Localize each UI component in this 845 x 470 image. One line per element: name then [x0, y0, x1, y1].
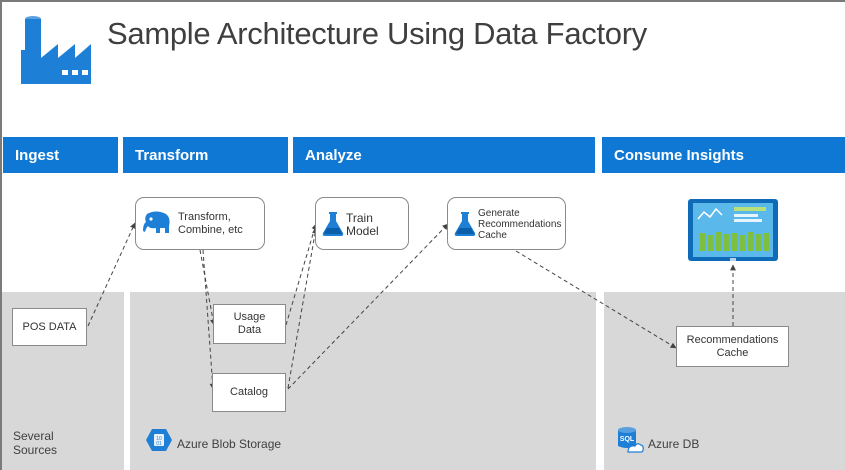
node-generate-recommendations[interactable]: Generate Recommendations Cache	[447, 197, 566, 250]
band-analyze: Analyze	[293, 137, 595, 173]
zone-label-azure-db: Azure DB	[648, 437, 700, 451]
svg-text:01: 01	[156, 441, 162, 447]
zone-azure-db	[604, 292, 845, 470]
edge-usage-to-train	[285, 223, 318, 326]
zone-label-sources: Several Sources	[13, 429, 58, 457]
top-border	[0, 0, 845, 2]
hadoop-elephant-icon	[143, 211, 170, 233]
node-recommendations-cache[interactable]: Recommendations Cache	[676, 326, 789, 367]
node-catalog[interactable]: Catalog	[212, 373, 286, 412]
svg-text:10: 10	[156, 436, 162, 442]
node-transform[interactable]: Transform, Combine, etc	[135, 197, 265, 250]
band-ingest: Ingest	[3, 137, 118, 173]
flask-icon	[322, 212, 344, 236]
edge-transform-to-catalog	[202, 249, 216, 390]
node-usage-data[interactable]: Usage Data	[213, 304, 286, 344]
band-transform: Transform	[123, 137, 288, 173]
edge-transform-to-usage	[199, 249, 216, 326]
edge-catalog-to-train	[287, 227, 319, 389]
blob-storage-icon: 10 01	[146, 429, 172, 451]
page-title: Sample Architecture Using Data Factory	[107, 16, 647, 51]
sql-database-icon: SQL	[618, 427, 644, 453]
zone-label-blob-storage: Azure Blob Storage	[177, 437, 282, 451]
data-factory-logo-icon	[21, 16, 91, 84]
dashboard-monitor-icon	[688, 199, 778, 261]
svg-text:SQL: SQL	[620, 436, 635, 443]
edge-pos-to-transform	[87, 222, 136, 327]
edge-catalog-to-generate	[287, 223, 449, 390]
node-train-model[interactable]: Train Model	[315, 197, 409, 250]
band-consume-insights: Consume Insights	[602, 137, 845, 173]
flask-icon	[454, 212, 476, 236]
left-border	[0, 0, 2, 470]
edge-generate-to-reccache	[515, 250, 677, 349]
node-pos-data[interactable]: POS DATA	[12, 308, 87, 346]
